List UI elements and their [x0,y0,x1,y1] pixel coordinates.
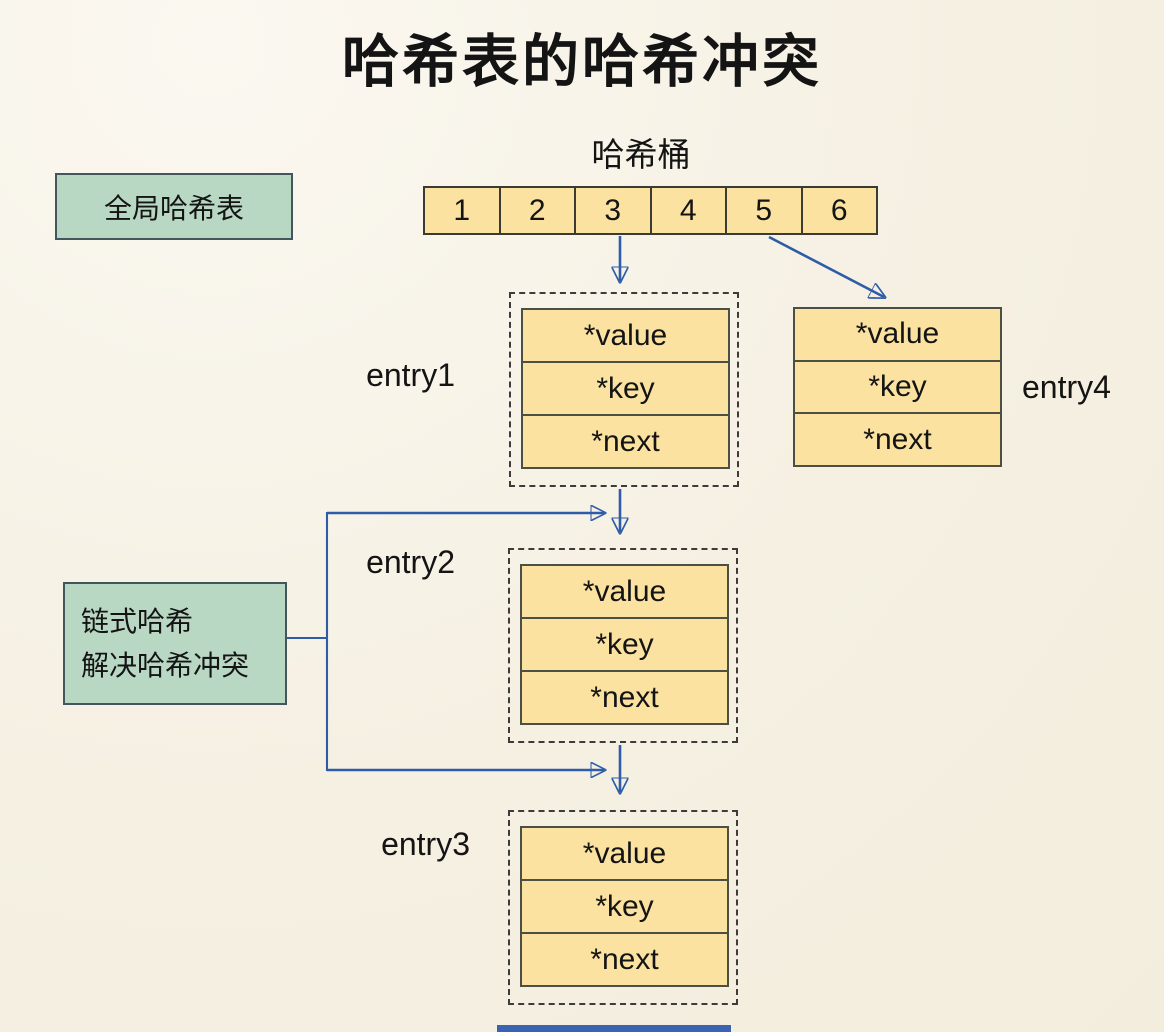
global-hash-table-label: 全局哈希表 [103,192,244,224]
entry4-value-cell: *value [793,307,1002,362]
entry1-label: entry1 [366,357,455,393]
entry4-key-cell: *key [793,359,1002,415]
bucket-cell-3: 3 [574,186,652,235]
entry4-label: entry4 [1022,369,1111,405]
entry3-value-cell: *value [520,826,729,881]
hash-bucket-label: 哈希桶 [591,136,691,173]
entry1-next-cell: *next [521,414,730,469]
progress-bar-fragment[interactable] [497,1025,731,1032]
bucket-cell-1: 1 [423,186,501,235]
entry2-next-cell: *next [520,670,729,725]
entry1-key-cell: *key [521,361,730,416]
entry1-cells: *value *key *next [521,308,730,469]
entry4-box: *value *key *next [793,307,1002,468]
entry3-box: *value *key *next [508,810,738,1005]
bucket-cell-2: 2 [498,186,576,235]
arrow-bucket5-to-entry4 [768,235,884,297]
entry4-next-cell: *next [793,412,1002,468]
entry2-value-cell: *value [520,564,729,619]
entry3-next-cell: *next [520,932,729,987]
entry1-box: *value *key *next [509,292,739,487]
entry3-key-cell: *key [520,879,729,934]
bucket-cell-5: 5 [725,186,803,235]
entry1-value-cell: *value [521,308,730,363]
hash-bucket: 1 2 3 4 5 6 [423,186,878,235]
entry2-key-cell: *key [520,617,729,672]
chained-hash-line-2: 解决哈希冲突 [81,649,250,681]
entry2-cells: *value *key *next [520,564,729,725]
chained-hash-line-1: 链式哈希 [81,606,194,638]
entry2-label: entry2 [366,544,455,580]
bucket-cell-6: 6 [800,186,878,235]
global-hash-table-box: 全局哈希表 [55,173,293,240]
chained-hash-box: 链式哈希 解决哈希冲突 [63,582,287,705]
entry2-box: *value *key *next [508,548,738,743]
entry3-label: entry3 [381,826,470,862]
page-title: 哈希表的哈希冲突 [342,30,822,94]
entry3-cells: *value *key *next [520,826,729,987]
bucket-cell-4: 4 [649,186,727,235]
